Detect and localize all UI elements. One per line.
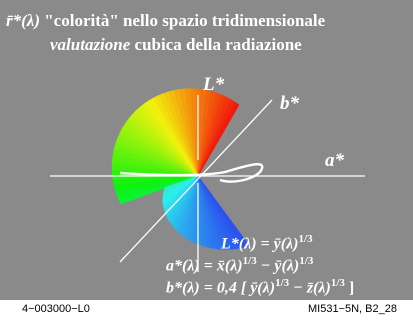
title-text: "colorità" nello spazio tridimensionale (39, 11, 326, 30)
l-axis-label: L* (203, 74, 225, 95)
a-axis-label: a* (325, 150, 344, 171)
equation-b-end: ] (344, 279, 355, 297)
equation-a: a*(λ) = x̄(λ)1/3 − ȳ(λ)1/3 (166, 255, 313, 275)
footer-left-code: 4−003000−L0 (22, 303, 90, 315)
fan-segment (197, 175, 251, 248)
slide-title-line2: valutazione cubica della radiazione (50, 34, 302, 56)
spectral-fan (111, 88, 251, 250)
fan-segment (197, 101, 240, 177)
equation-l: L*(λ) = ȳ(λ)1/3 (221, 233, 313, 253)
equation-b-exp1: 1/3 (275, 277, 290, 289)
b-axis (119, 99, 273, 263)
equation-b-mid: − z̄(λ) (289, 279, 331, 297)
title-italic-word: valutazione (50, 35, 131, 54)
equation-l-body: L*(λ) = ȳ(λ) (221, 235, 299, 253)
equation-a-lhs: a*(λ) = x̄(λ) (166, 257, 243, 275)
colour-space-diagram (50, 88, 365, 272)
equation-b-lhs: b*(λ) = 0,4 [ ȳ(λ) (166, 279, 276, 297)
slide-title-line1: r̄*(λ) "colorità" nello spazio tridimens… (6, 10, 413, 32)
footer-right-code: MI531−5N, B2_28 (308, 303, 397, 315)
equation-a-mid: − ȳ(λ) (256, 257, 300, 275)
equation-b-exp2: 1/3 (330, 277, 345, 289)
title-text-2: cubica della radiazione (130, 35, 302, 54)
equation-l-exp: 1/3 (298, 233, 313, 245)
equation-a-exp1: 1/3 (242, 255, 257, 267)
equation-b: b*(λ) = 0,4 [ ȳ(λ)1/3 − z̄(λ)1/3 ] (166, 277, 354, 297)
equation-a-exp2: 1/3 (299, 255, 314, 267)
title-symbol: r̄*(λ) (6, 11, 40, 30)
b-axis-label: b* (280, 93, 299, 114)
spectral-locus-curve (119, 163, 264, 183)
